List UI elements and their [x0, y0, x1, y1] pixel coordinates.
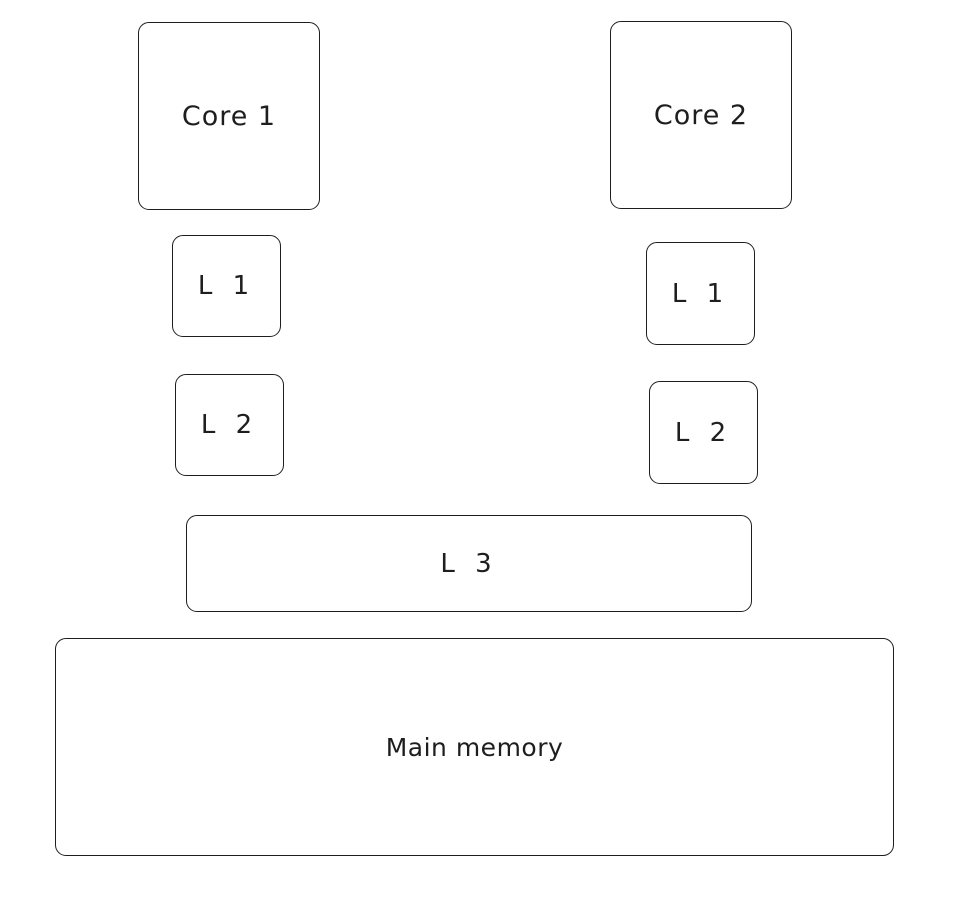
l3-cache-box: L 3	[186, 515, 752, 612]
main-memory-box: Main memory	[55, 638, 894, 856]
core-2-l1-label: L 1	[671, 278, 730, 309]
core-1-label: Core 1	[181, 100, 277, 132]
core-1-l1-label: L 1	[197, 271, 256, 301]
core-2-l2-cache-box: L 2	[649, 381, 758, 484]
core-1-l2-label: L 2	[200, 410, 259, 440]
core-2-box: Core 2	[610, 21, 792, 209]
core-2-label: Core 2	[653, 99, 749, 131]
l3-label: L 3	[440, 548, 498, 579]
core-1-box: Core 1	[138, 22, 320, 210]
core-1-l1-cache-box: L 1	[172, 235, 281, 337]
main-memory-label: Main memory	[385, 732, 564, 762]
core-1-l2-cache-box: L 2	[175, 374, 284, 476]
core-2-l2-label: L 2	[674, 417, 733, 448]
core-2-l1-cache-box: L 1	[646, 242, 755, 345]
